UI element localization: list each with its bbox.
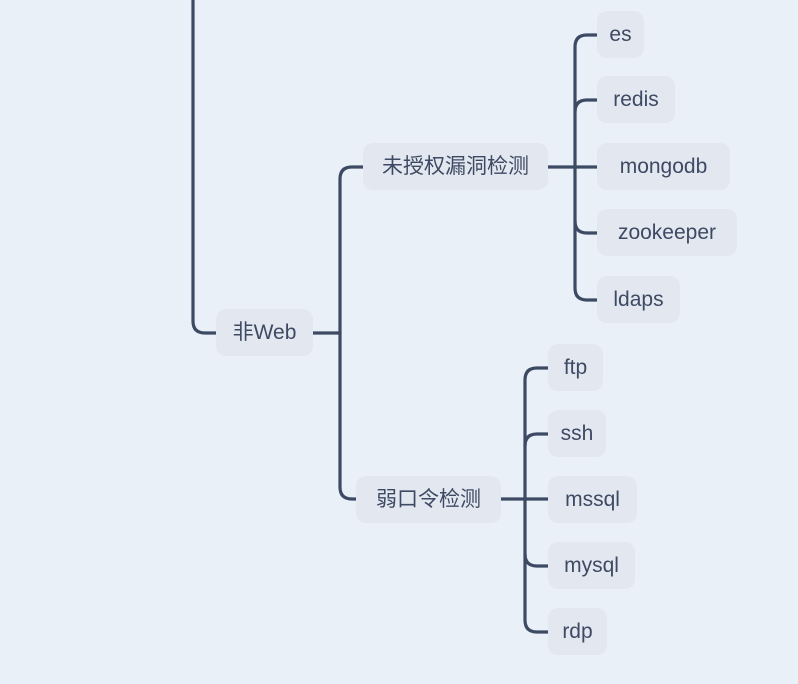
node-mssql[interactable]: mssql (548, 476, 637, 523)
connector-unauth-redis (573, 98, 599, 114)
connector-unauth-es (573, 33, 599, 169)
node-unauthorized-vuln-detection[interactable]: 未授权漏洞检测 (363, 143, 548, 190)
node-ftp[interactable]: ftp (548, 344, 603, 391)
connector-branch-upper (338, 165, 365, 335)
node-es[interactable]: es (597, 11, 644, 58)
connector-unauth-zookeeper (573, 219, 599, 235)
node-redis[interactable]: redis (597, 76, 675, 123)
node-non-web[interactable]: 非Web (216, 309, 313, 356)
node-weak-password-detection[interactable]: 弱口令检测 (356, 476, 501, 523)
connector-parent-trunk (191, 0, 218, 335)
connector-branch-lower (338, 331, 358, 501)
node-mongodb[interactable]: mongodb (597, 143, 730, 190)
node-rdp[interactable]: rdp (548, 608, 607, 655)
node-zookeeper[interactable]: zookeeper (597, 209, 737, 256)
connector-weak-mysql (523, 552, 550, 568)
node-ssh[interactable]: ssh (548, 410, 606, 457)
node-mysql[interactable]: mysql (548, 542, 635, 589)
connector-weak-rdp (523, 497, 550, 634)
connector-weak-ftp (523, 366, 550, 501)
connector-unauth-ldaps (573, 165, 599, 302)
node-ldaps[interactable]: ldaps (597, 276, 680, 323)
connector-weak-ssh (523, 432, 550, 448)
